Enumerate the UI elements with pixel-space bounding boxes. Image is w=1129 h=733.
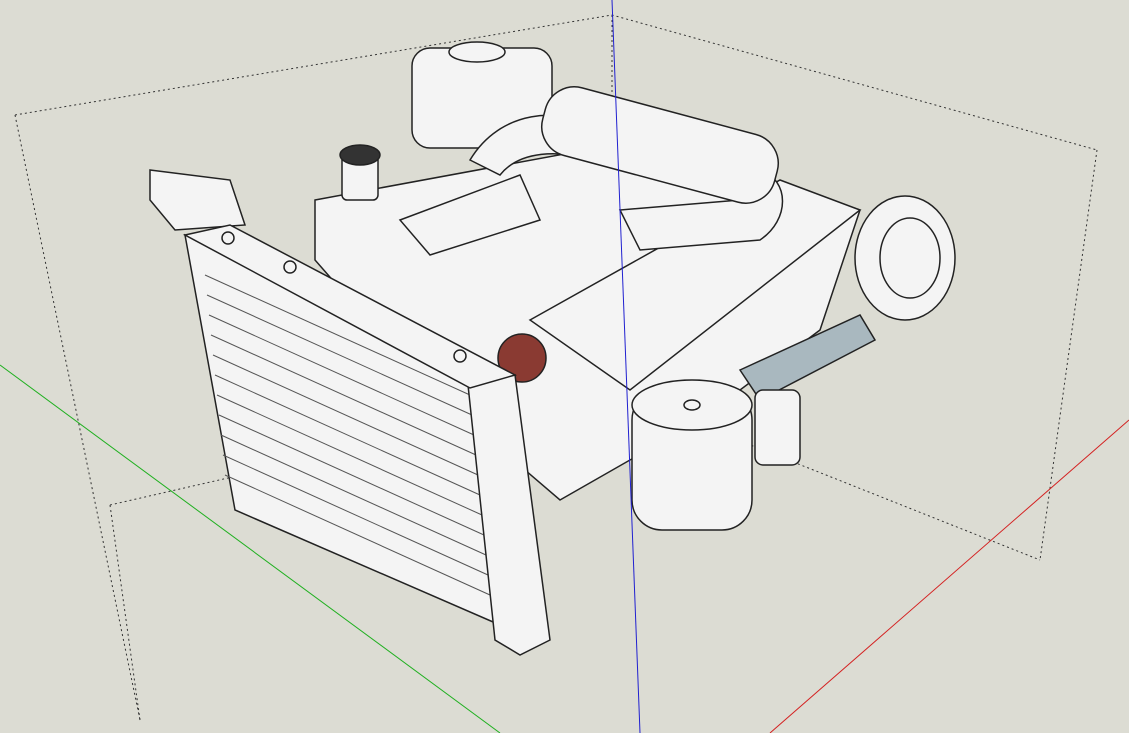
oil-cap-knurl — [339, 144, 381, 166]
bolt — [221, 231, 235, 245]
muffler[interactable] — [535, 80, 785, 210]
expansion-tank[interactable] — [149, 169, 247, 231]
intake-pipe[interactable] — [468, 114, 784, 251]
red-axis — [769, 419, 1129, 733]
air-hose[interactable] — [398, 174, 542, 256]
distributor-gear[interactable] — [497, 333, 547, 383]
engine-model[interactable] — [149, 41, 956, 656]
green-axis — [0, 364, 501, 733]
cooling-hose[interactable] — [738, 314, 877, 401]
pulley-inner — [879, 217, 941, 299]
radiator-fins — [204, 274, 491, 596]
filter-cylinder[interactable] — [754, 389, 801, 466]
bolt — [453, 349, 467, 363]
oil-filter-cap — [683, 399, 701, 411]
bolt — [283, 260, 297, 274]
radiator-top-bar[interactable] — [182, 224, 517, 389]
reservoir-cap[interactable] — [448, 41, 506, 63]
blue-axis — [611, 0, 641, 733]
